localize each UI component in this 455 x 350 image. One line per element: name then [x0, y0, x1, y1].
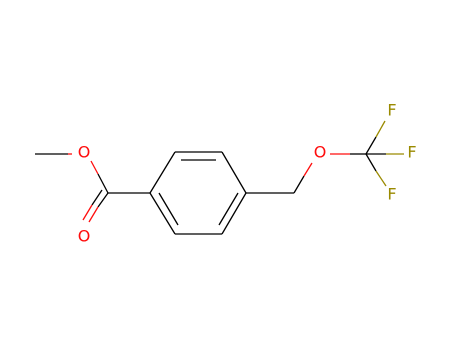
ring-bond-left-top: [149, 151, 176, 194]
ether-oxygen-label: O: [314, 143, 327, 162]
bond-cf3-f-top-black: [365, 136, 377, 155]
ring-bond-right-top: [221, 151, 247, 194]
bond-cf3-f-bottom-black: [365, 153, 377, 172]
bond-cf3-f-bottom-gold: [375, 170, 387, 187]
fluorine-top-label: F: [387, 101, 396, 120]
bond-ch2-ether-oxygen-black: [293, 175, 305, 194]
carbonyl-oxygen-label: O: [78, 227, 91, 246]
bond-cf3-f-top-gold: [375, 120, 386, 138]
bond-carbonyl-double-a-red: [88, 206, 99, 223]
bond-ch2-ether-oxygen-red: [303, 162, 313, 177]
bond-carbonyl-double-b-red: [82, 204, 93, 221]
fluorine-bottom-label: F: [387, 185, 396, 204]
ring-inner-right: [218, 192, 239, 226]
bond-carbonyl-double-a-black: [97, 192, 109, 208]
ring-inner-left: [158, 192, 179, 226]
ring-bond-right-bottom: [221, 192, 247, 235]
ester-oxygen-label: O: [78, 143, 91, 162]
fluorine-right-label: F: [407, 143, 416, 162]
bond-carbonyl-double-b-black: [91, 189, 103, 206]
bond-ester-oxygen-carbon-black: [97, 173, 109, 194]
bond-ester-oxygen-carbon-red: [90, 160, 99, 175]
ring-bond-left-bottom: [149, 192, 176, 235]
